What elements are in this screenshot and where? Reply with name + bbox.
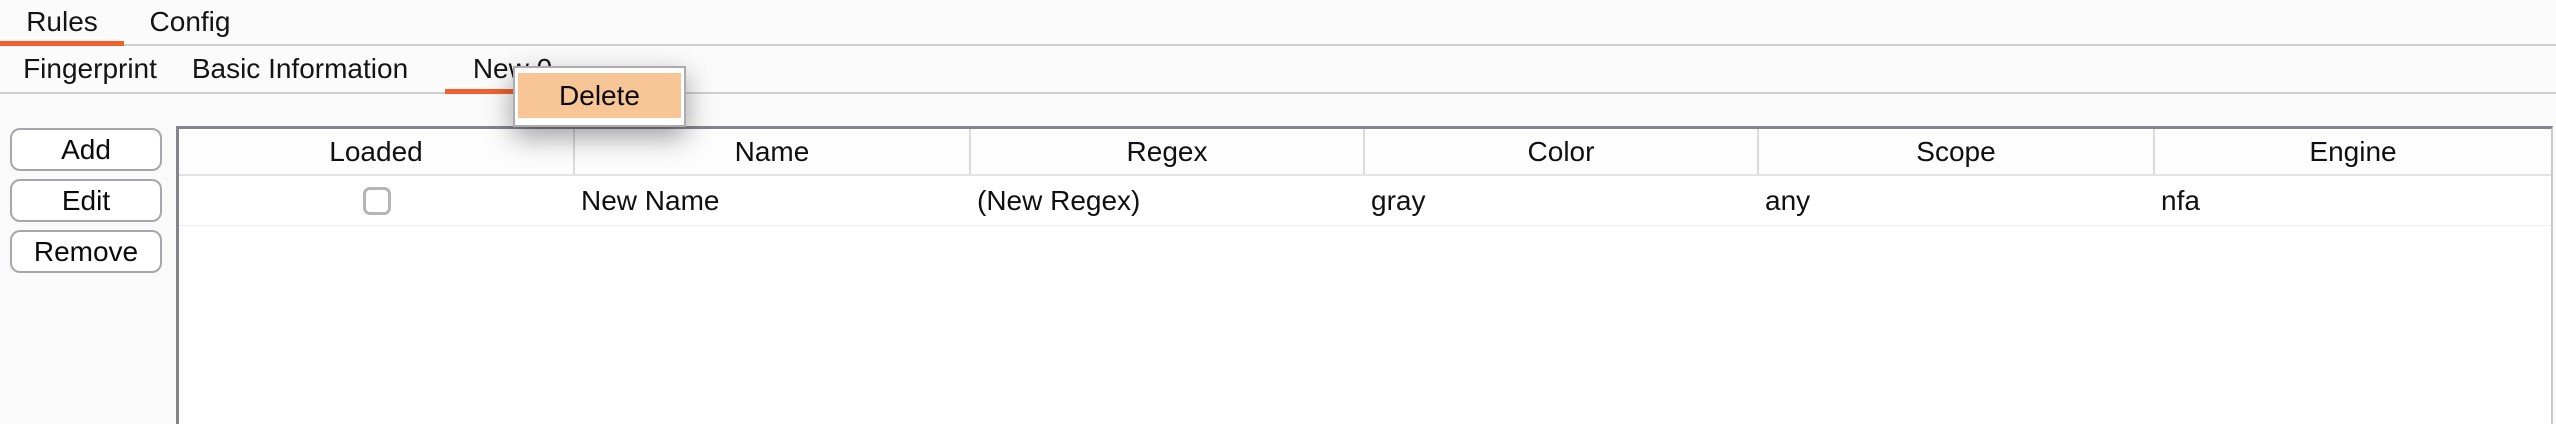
cell-regex: (New Regex) [971,176,1365,225]
column-header-name[interactable]: Name [575,129,971,174]
context-menu: Delete [513,66,686,127]
table-row[interactable]: New Name (New Regex) gray any nfa [179,176,2551,226]
secondary-tab-bar: Fingerprint Basic Information New 0 [0,46,2556,94]
tab-rules[interactable]: Rules [0,0,124,46]
add-button[interactable]: Add [10,128,162,171]
column-header-loaded-label: Loaded [329,135,423,167]
column-header-scope[interactable]: Scope [1759,129,2155,174]
cell-engine-value: nfa [2161,184,2200,216]
menu-item-delete-label: Delete [559,79,640,111]
cell-name: New Name [575,176,971,225]
cell-color-value: gray [1371,184,1426,216]
cell-color: gray [1365,176,1759,225]
column-header-name-label: Name [734,135,810,167]
tab-config-label: Config [149,6,231,37]
table-header-row: Loaded Name Regex Color Scope Engine [179,129,2551,176]
loaded-checkbox[interactable] [363,186,391,215]
column-header-regex-label: Regex [1126,135,1208,167]
column-header-engine-label: Engine [2309,135,2397,167]
cell-regex-value: (New Regex) [977,184,1141,216]
column-header-engine[interactable]: Engine [2155,129,2551,174]
cell-scope-value: any [1765,184,1811,216]
tab-basic-information-label: Basic Information [191,53,409,84]
cell-loaded [179,176,575,225]
cell-engine: nfa [2155,176,2551,225]
active-tab-indicator [445,89,580,94]
cell-name-value: New Name [581,184,720,216]
tab-fingerprint-label: Fingerprint [23,53,157,84]
cell-scope: any [1759,176,2155,225]
add-button-label: Add [61,133,111,165]
primary-tab-bar: Rules Config [0,0,2556,46]
tab-config[interactable]: Config [124,0,256,44]
column-header-regex[interactable]: Regex [971,129,1365,174]
rules-table: Loaded Name Regex Color Scope Engine [176,126,2553,424]
remove-button-label: Remove [33,235,139,267]
tab-basic-information[interactable]: Basic Information [180,46,420,92]
tab-rules-label: Rules [26,6,98,37]
menu-item-delete[interactable]: Delete [518,73,681,118]
edit-button[interactable]: Edit [10,179,162,222]
column-header-scope-label: Scope [1916,135,1996,167]
remove-button[interactable]: Remove [10,230,162,273]
edit-button-label: Edit [61,184,111,216]
column-header-color[interactable]: Color [1365,129,1759,174]
column-header-loaded[interactable]: Loaded [179,129,575,174]
column-header-color-label: Color [1527,135,1595,167]
active-tab-indicator [0,41,124,46]
tab-fingerprint[interactable]: Fingerprint [0,46,180,92]
